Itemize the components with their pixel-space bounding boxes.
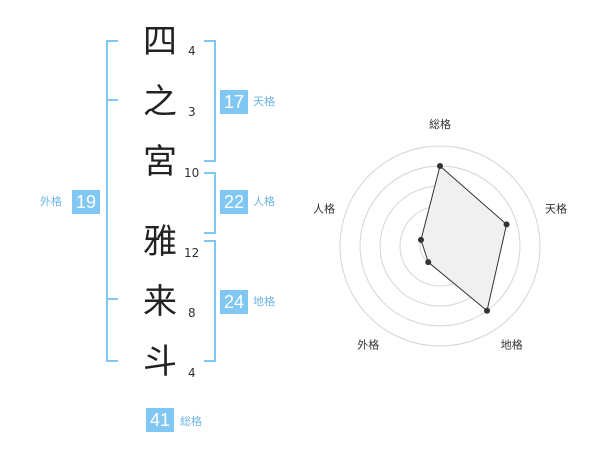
- radar-point-4: [425, 259, 432, 266]
- chikaku-value: 24: [220, 290, 248, 314]
- tenkaku-label: 天格: [253, 95, 275, 108]
- gaikaku-bracket-tick-2: [106, 298, 118, 300]
- gaikaku-bracket-tick-1: [106, 99, 118, 101]
- stroke-count-6: 4: [188, 366, 196, 380]
- radar-point-5: [417, 236, 424, 243]
- radar-axis-label-1: 総格: [429, 117, 451, 131]
- radar-polygon: [420, 165, 508, 312]
- radar-point-1: [437, 163, 443, 169]
- gaikaku-bracket: [106, 40, 118, 362]
- radar-ring: [339, 145, 541, 347]
- radar-axis-label-4: 外格: [357, 338, 379, 352]
- stroke-count-4: 12: [184, 246, 200, 260]
- stroke-count-3: 10: [184, 166, 200, 180]
- gaikaku-label: 外格: [40, 195, 62, 208]
- radar-shape: [417, 163, 510, 314]
- name-char-1: 四: [143, 22, 177, 62]
- chikaku-label: 地格: [253, 295, 275, 308]
- name-char-2: 之: [143, 82, 177, 122]
- radar-axis-label-5: 人格: [313, 201, 335, 215]
- name-char-3: 宮: [143, 142, 177, 182]
- name-char-5: 来: [143, 282, 177, 322]
- soukaku-value: 41: [146, 408, 174, 432]
- tenkaku-bracket: [204, 40, 216, 162]
- stroke-count-1: 4: [188, 44, 196, 58]
- soukaku-label: 総格: [180, 415, 202, 428]
- stroke-count-5: 8: [188, 306, 196, 320]
- jinkaku-label: 人格: [253, 195, 275, 208]
- name-char-6: 斗: [143, 342, 177, 382]
- radar-axis-label-2: 天格: [545, 201, 567, 215]
- radar-point-3: [484, 307, 491, 314]
- name-char-4: 雅: [143, 222, 177, 262]
- jinkaku-value: 22: [220, 190, 248, 214]
- radar-axis-label-3: 地格: [501, 338, 523, 352]
- jinkaku-bracket: [204, 172, 216, 234]
- chikaku-bracket: [204, 240, 216, 362]
- tenkaku-value: 17: [220, 90, 248, 114]
- radar-point-2: [503, 221, 510, 228]
- gaikaku-value: 19: [72, 190, 100, 214]
- stroke-count-2: 3: [188, 105, 196, 119]
